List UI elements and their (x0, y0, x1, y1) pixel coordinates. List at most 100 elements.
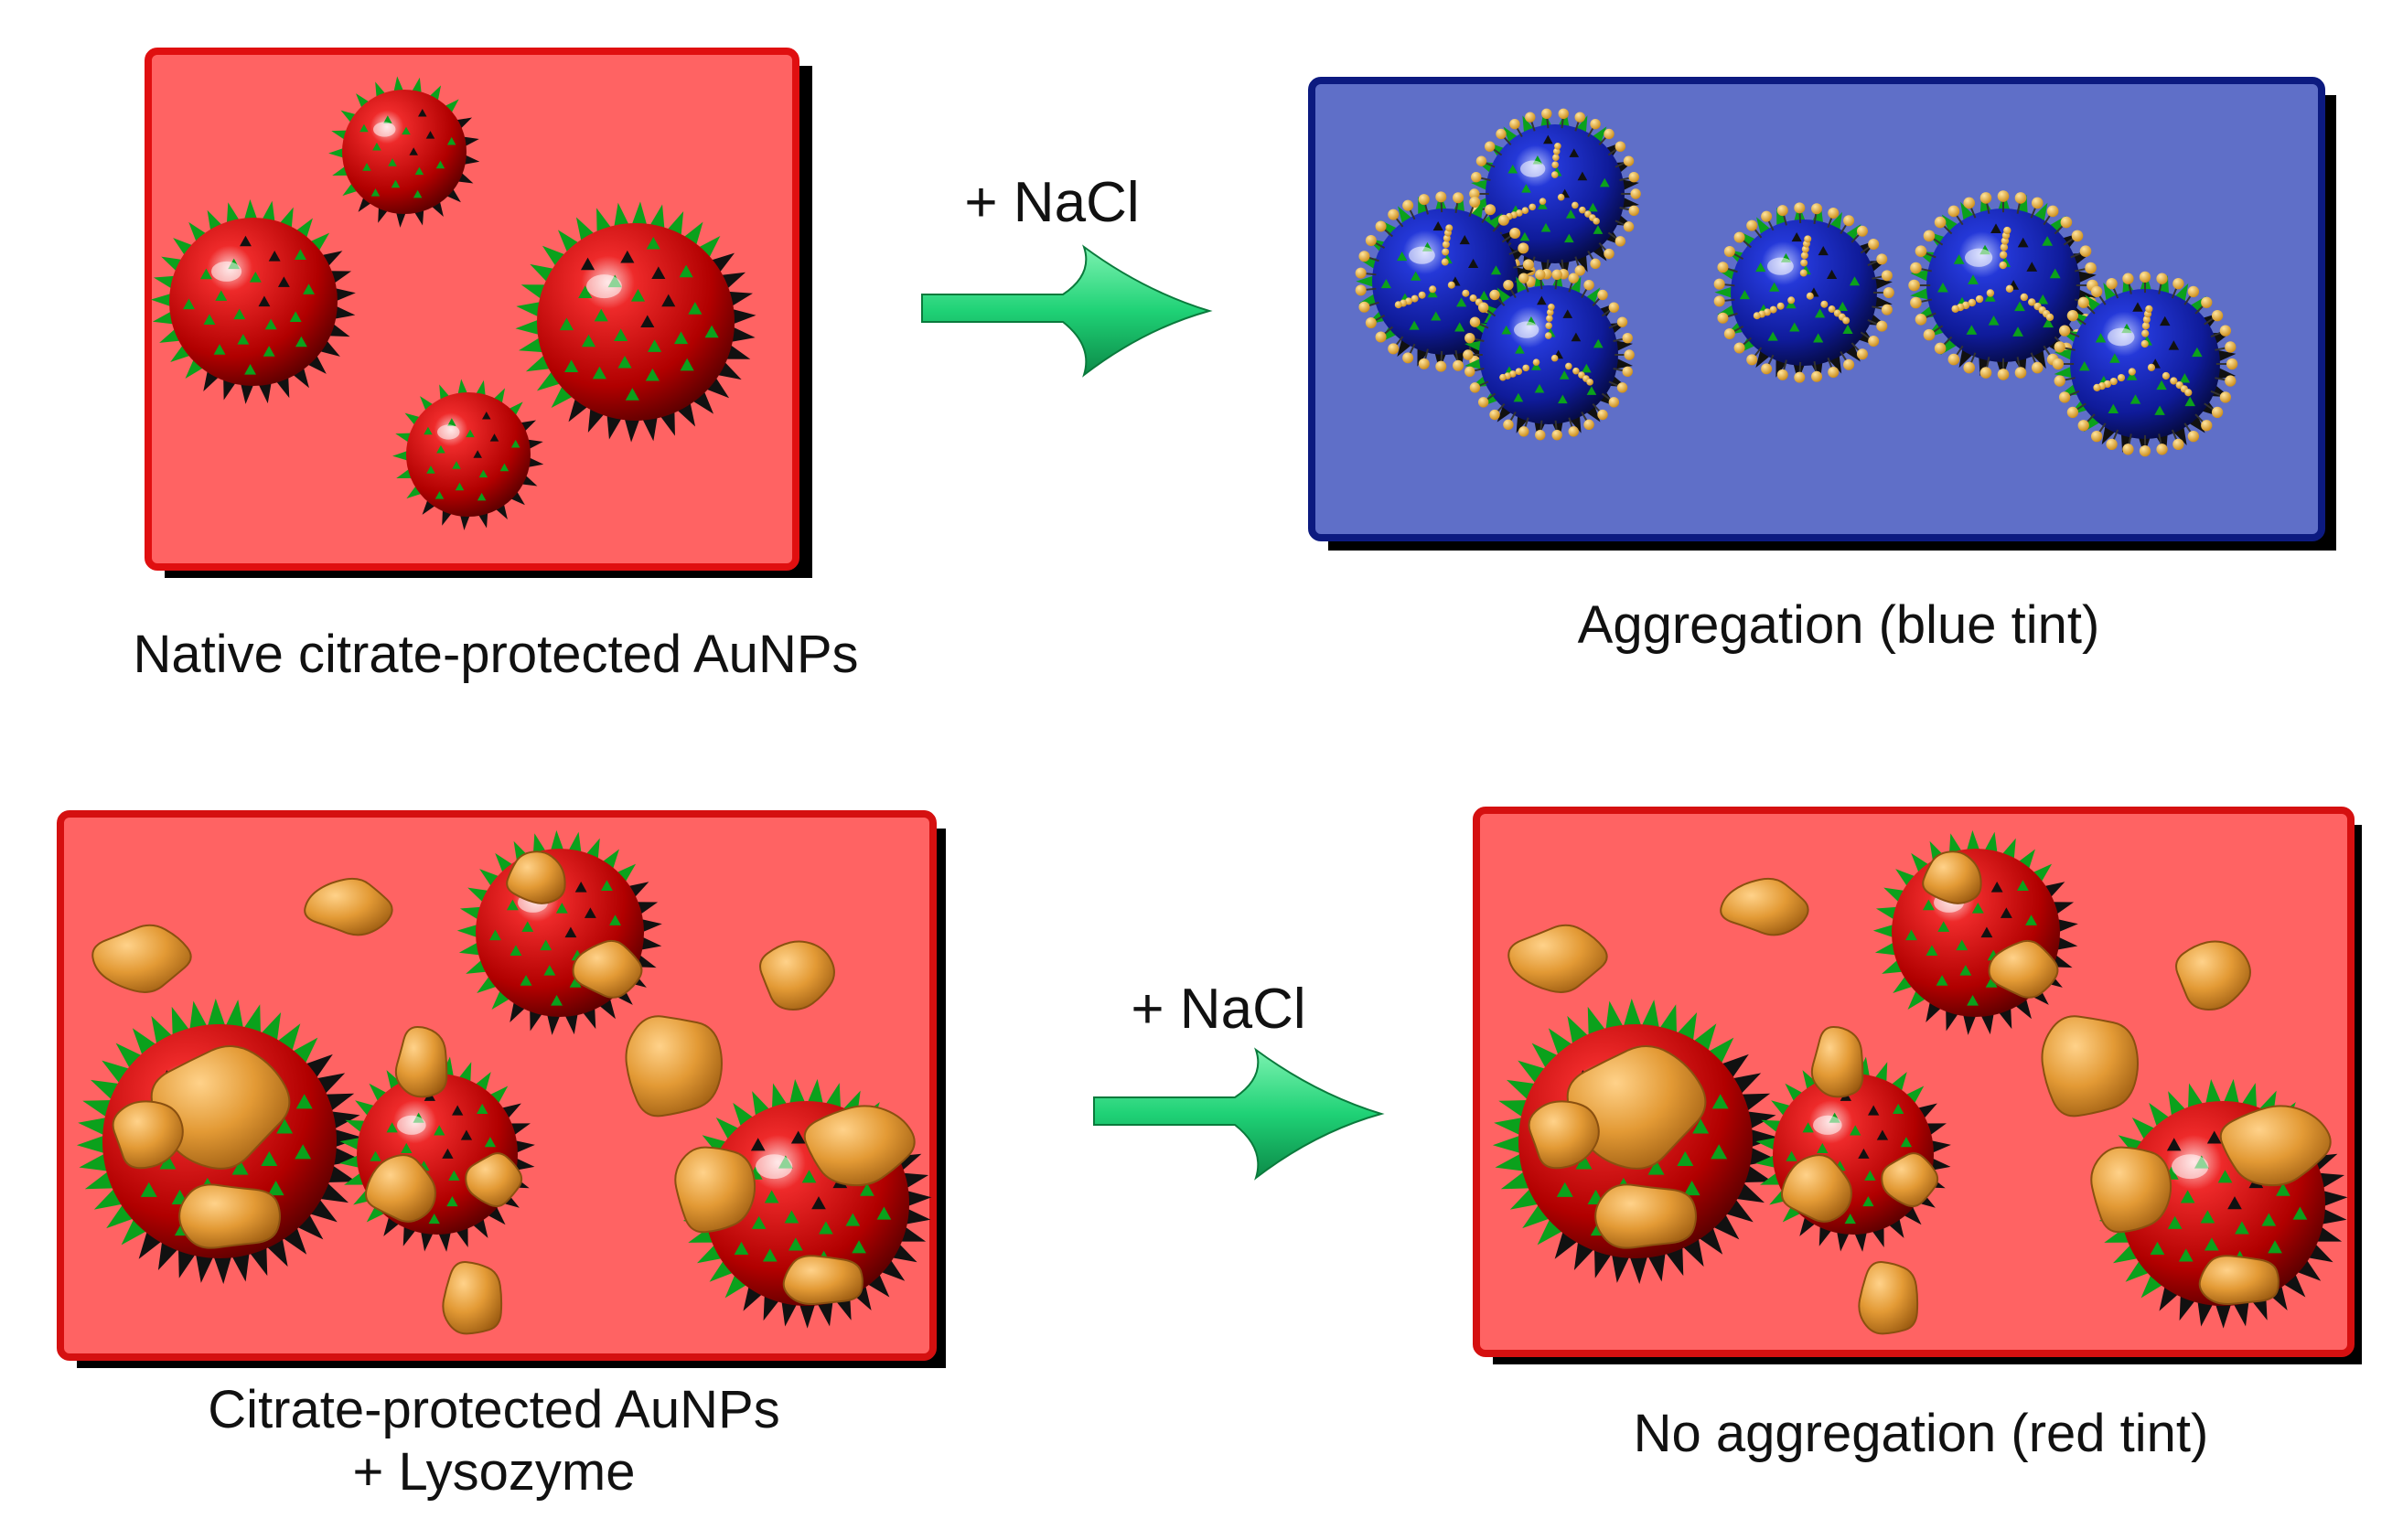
citrate-ligand (2168, 340, 2180, 350)
ligand-bead (1411, 294, 1419, 303)
specular-highlight (211, 261, 242, 282)
citrate-ligand (1432, 221, 1443, 231)
ligand-bead (1565, 362, 1572, 370)
citrate-ligand (1556, 1182, 1573, 1197)
citrate-ligand (489, 929, 501, 941)
ligand-bead (2184, 389, 2193, 397)
specular-highlight (373, 122, 396, 137)
ligand-bead (1979, 367, 1992, 379)
ligand-bead (1535, 269, 1546, 281)
citrate-ligand (2167, 1215, 2183, 1229)
citrate-ligand (244, 363, 257, 375)
citrate-ligand (1813, 333, 1824, 343)
citrate-spike (242, 198, 259, 223)
citrate-ligand (2095, 333, 2107, 343)
citrate-ligand (213, 344, 226, 355)
citrate-ligand (673, 331, 689, 345)
protein-blob-icon (1528, 1100, 1600, 1170)
ligand-bead (1723, 328, 1735, 340)
ligand-bead (1590, 118, 1601, 130)
citrate-ligand (231, 1160, 249, 1175)
protein-blob-icon (759, 940, 835, 1011)
ligand-bead (2147, 363, 2156, 371)
citrate-ligand (424, 426, 433, 435)
citrate-ligand (1565, 209, 1576, 219)
ligand-bead (1800, 251, 1808, 260)
protein-blob-icon (1858, 1261, 1919, 1335)
ligand-bead (1746, 219, 1758, 231)
ligand-bead (1787, 296, 1796, 305)
protein-blob-icon (1988, 939, 2059, 999)
citrate-ligand (1802, 1122, 1814, 1133)
ligand-bead (1568, 426, 1579, 437)
caption-native-aunps: Native citrate-protected AuNPs (133, 625, 859, 684)
protein-blob-icon (1922, 850, 1982, 904)
ligand-bead (1616, 316, 1628, 327)
citrate-ligand (1459, 235, 1470, 245)
citrate-ligand (409, 147, 418, 155)
ligand-bead (2106, 438, 2118, 451)
caption-aunps-lysozyme: Citrate-protected AuNPs + Lysozyme (37, 1379, 951, 1504)
gold-core (1731, 219, 1877, 366)
citrate-ligand (434, 1125, 445, 1136)
ligand-bead (1574, 112, 1585, 123)
ligand-bead (1910, 262, 1922, 274)
citrate-ligand (2025, 914, 2037, 925)
citrate-ligand (581, 334, 596, 348)
spiked-sphere-icon (1469, 108, 1641, 280)
citrate-ligand (1537, 295, 1547, 305)
citrate-ligand (1849, 276, 1861, 286)
ligand-bead (1923, 328, 1936, 341)
citrate-spike (549, 829, 565, 854)
citrate-ligand (370, 188, 381, 197)
ligand-bead (1868, 336, 1880, 348)
citrate-ligand (630, 288, 646, 302)
citrate-ligand (1837, 301, 1848, 311)
citrate-ligand (426, 465, 435, 474)
citrate-ligand (401, 1142, 413, 1153)
ligand-bead (1522, 364, 1529, 372)
ligand-bead (1550, 354, 1559, 362)
citrate-ligand (592, 366, 606, 380)
citrate-ligand (1577, 171, 1588, 181)
citrate-ligand (876, 1206, 892, 1220)
citrate-ligand (267, 1180, 284, 1196)
citrate-spike (339, 1153, 363, 1169)
citrate-ligand (303, 283, 315, 294)
spiked-sphere-icon (1713, 202, 1894, 383)
citrate-spike (2214, 1299, 2233, 1329)
ligand-bead (1934, 342, 1947, 355)
ligand-bead (1769, 305, 1777, 314)
ligand-bead (1856, 348, 1868, 360)
ligand-bead (1628, 205, 1639, 217)
citrate-ligand (1905, 929, 1917, 941)
ligand-bead (1604, 128, 1615, 140)
citrate-ligand (750, 1138, 766, 1151)
citrate-ligand (617, 355, 632, 369)
citrate-ligand (1380, 279, 1391, 289)
citrate-ligand (1937, 921, 1950, 932)
ligand-bead (1355, 284, 1367, 296)
ligand-bead (1518, 242, 1529, 254)
ligand-bead (1554, 143, 1561, 150)
citrate-ligand (2184, 396, 2195, 407)
ligand-bead (1453, 359, 1464, 371)
ligand-bead (1435, 191, 1447, 203)
ligand-bead (1947, 205, 1960, 218)
citrate-ligand (386, 1122, 398, 1133)
citrate-ligand (1926, 945, 1938, 956)
ligand-bead (2219, 325, 2232, 337)
citrate-ligand (477, 1103, 488, 1114)
ligand-bead (2140, 339, 2149, 348)
citrate-ligand (1755, 262, 1766, 273)
ligand-bead (2225, 341, 2237, 353)
citrate-ligand (648, 339, 662, 352)
spiked-sphere-icon (2052, 271, 2238, 457)
panel-aggregation (1308, 77, 2336, 551)
citrate-ligand (625, 388, 639, 401)
citrate-spike (211, 1250, 233, 1285)
protein-blob-icon (506, 850, 566, 904)
citrate-ligand (679, 264, 693, 278)
protein-blob-icon (1810, 1025, 1864, 1098)
ligand-bead (1469, 294, 1477, 303)
